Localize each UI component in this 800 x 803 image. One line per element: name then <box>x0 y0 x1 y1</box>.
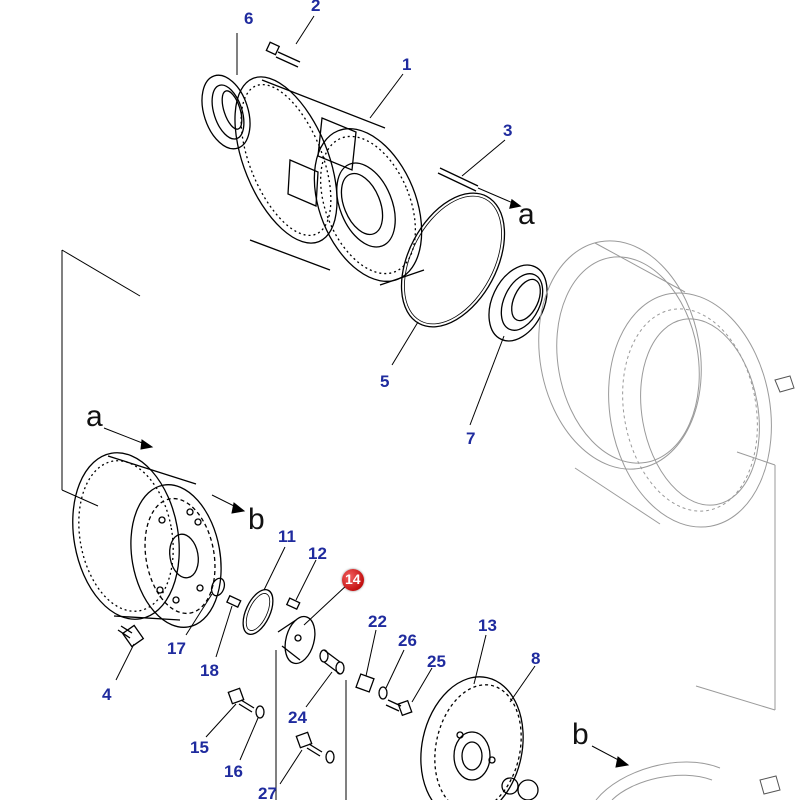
spacer-part-24 <box>319 649 345 675</box>
flange-part-14 <box>277 615 316 665</box>
bolt-part-4 <box>117 624 145 648</box>
callout-17[interactable]: 17 <box>167 639 186 658</box>
callout-4[interactable]: 4 <box>102 685 112 704</box>
connector-letter-a-left: a <box>86 400 103 433</box>
washer-part-26 <box>378 686 388 700</box>
gasket-part-11 <box>242 589 274 635</box>
callout-7[interactable]: 7 <box>466 429 476 448</box>
callout-22[interactable]: 22 <box>368 612 387 631</box>
o-ring <box>400 192 506 328</box>
callout-5[interactable]: 5 <box>380 372 390 391</box>
bolt-part-15 <box>227 687 255 713</box>
brake-drum <box>72 452 222 628</box>
callout-6[interactable]: 6 <box>244 9 254 28</box>
bolt-part-27 <box>295 731 323 757</box>
cover-plate <box>420 676 539 800</box>
callout-2[interactable]: 2 <box>311 0 321 15</box>
gasket-part-11-inner <box>245 593 271 631</box>
connector-lines <box>61 249 630 768</box>
stud <box>437 167 522 209</box>
callout-24[interactable]: 24 <box>288 708 307 727</box>
callout-15[interactable]: 15 <box>190 738 209 757</box>
connector-letter-b-mid: b <box>248 503 265 536</box>
callout-16[interactable]: 16 <box>224 762 243 781</box>
wheel-rim <box>538 240 795 711</box>
callout-12[interactable]: 12 <box>308 544 327 563</box>
callout-27[interactable]: 27 <box>258 784 277 803</box>
washer-part-17 <box>210 577 226 597</box>
wheel-rim-fragment <box>595 761 781 800</box>
bolt <box>265 41 301 68</box>
washer-part-16 <box>255 705 265 719</box>
connector-letter-a-top: a <box>518 198 535 231</box>
callout-25[interactable]: 25 <box>427 652 446 671</box>
callout-18[interactable]: 18 <box>200 661 219 680</box>
callout-8[interactable]: 8 <box>531 649 541 668</box>
bracket-lines <box>275 650 347 800</box>
callout-3[interactable]: 3 <box>503 121 513 140</box>
pin-part-18 <box>226 594 242 609</box>
washer-part-27b <box>325 750 335 764</box>
bolt-part-25 <box>385 699 413 717</box>
bearing <box>488 264 548 342</box>
o-ring-inner <box>404 195 502 325</box>
callout-26[interactable]: 26 <box>398 631 417 650</box>
nut-part-22 <box>355 673 375 693</box>
callout-13[interactable]: 13 <box>478 616 497 635</box>
highlighted-part-14-marker[interactable]: 14 <box>342 569 364 591</box>
callout-11[interactable]: 11 <box>278 527 296 546</box>
highlighted-part-number: 14 <box>345 571 361 587</box>
seal <box>201 74 251 150</box>
connector-letter-b-bottom: b <box>572 718 589 751</box>
callout-1[interactable]: 1 <box>402 55 412 74</box>
leader-lines <box>115 15 536 785</box>
pin-part-12 <box>285 597 301 611</box>
